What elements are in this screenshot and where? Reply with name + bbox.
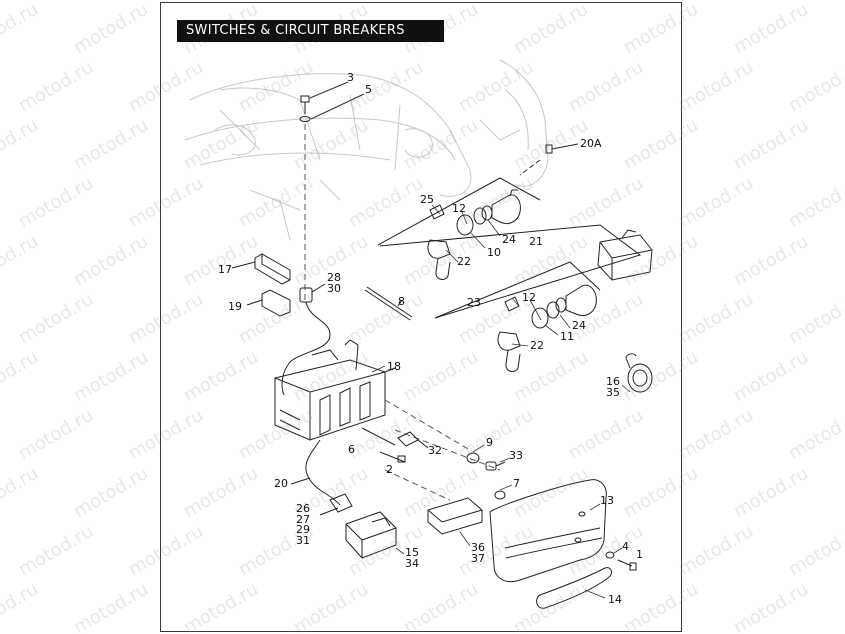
diagram-page <box>160 2 682 632</box>
connector-26-31 <box>319 493 353 516</box>
frame-background-sketch <box>184 59 549 241</box>
leader-lines <box>371 204 631 599</box>
bolt-6 <box>361 427 396 446</box>
bracket-19 <box>246 289 291 317</box>
bolt-2 <box>379 451 406 463</box>
cover-13 <box>489 479 607 583</box>
switch-group-25 <box>377 177 541 280</box>
nut-7 <box>494 490 506 500</box>
bracket-outline-21 <box>379 224 642 319</box>
pin-8 <box>364 286 413 321</box>
screw-1 <box>617 559 637 571</box>
fuse-32 <box>397 431 419 447</box>
switch-group-23 <box>434 261 601 372</box>
wire-20 <box>305 439 341 506</box>
grommet-9 <box>466 452 480 464</box>
washer-4 <box>605 551 615 559</box>
bolt-3 <box>300 95 310 114</box>
connector-17 <box>254 253 291 285</box>
nut-33 <box>485 461 506 471</box>
relay-box <box>597 229 653 281</box>
fuse-box-18 <box>274 339 396 441</box>
plug-28-30 <box>281 287 331 396</box>
module-15-34 <box>345 511 397 559</box>
cap-16-35 <box>625 353 653 393</box>
module-36-37 <box>427 497 483 535</box>
trim-strip-14 <box>536 567 613 609</box>
page-title: SWITCHES & CIRCUIT BREAKERS <box>177 20 444 42</box>
washer-5 <box>299 116 311 122</box>
part-20A <box>519 143 579 176</box>
